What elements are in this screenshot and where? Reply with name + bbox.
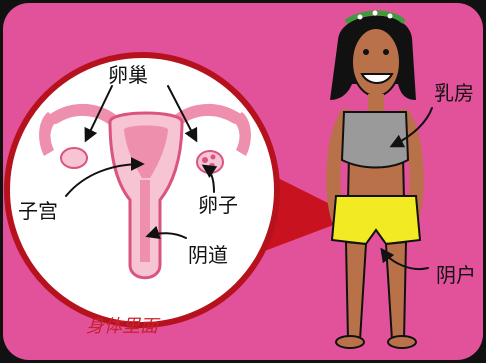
headband-dot — [373, 11, 378, 16]
label-breast: 乳房 — [434, 81, 474, 105]
headband-dot — [388, 14, 393, 19]
right-foot — [388, 336, 416, 348]
left-eye — [363, 49, 369, 55]
label-egg: 卵子 — [198, 193, 238, 217]
caption-inside-body: 身体里面 — [86, 316, 161, 337]
face — [352, 28, 400, 96]
egg-follicle — [209, 163, 215, 169]
egg-follicle — [202, 157, 208, 163]
headband-dot — [358, 15, 363, 20]
left-foot — [336, 336, 364, 348]
label-vulva: 阴户 — [436, 263, 476, 287]
grey-top — [342, 112, 408, 168]
left-ovary — [61, 148, 87, 168]
label-vagina: 阴道 — [188, 243, 228, 267]
vaginal-canal — [140, 180, 150, 262]
label-uterus: 子宫 — [18, 199, 58, 223]
neck — [368, 94, 384, 112]
egg-follicle — [211, 155, 216, 160]
right-ovary — [197, 151, 223, 173]
right-eye — [383, 49, 389, 55]
label-ovaries: 卵巢 — [108, 63, 148, 87]
